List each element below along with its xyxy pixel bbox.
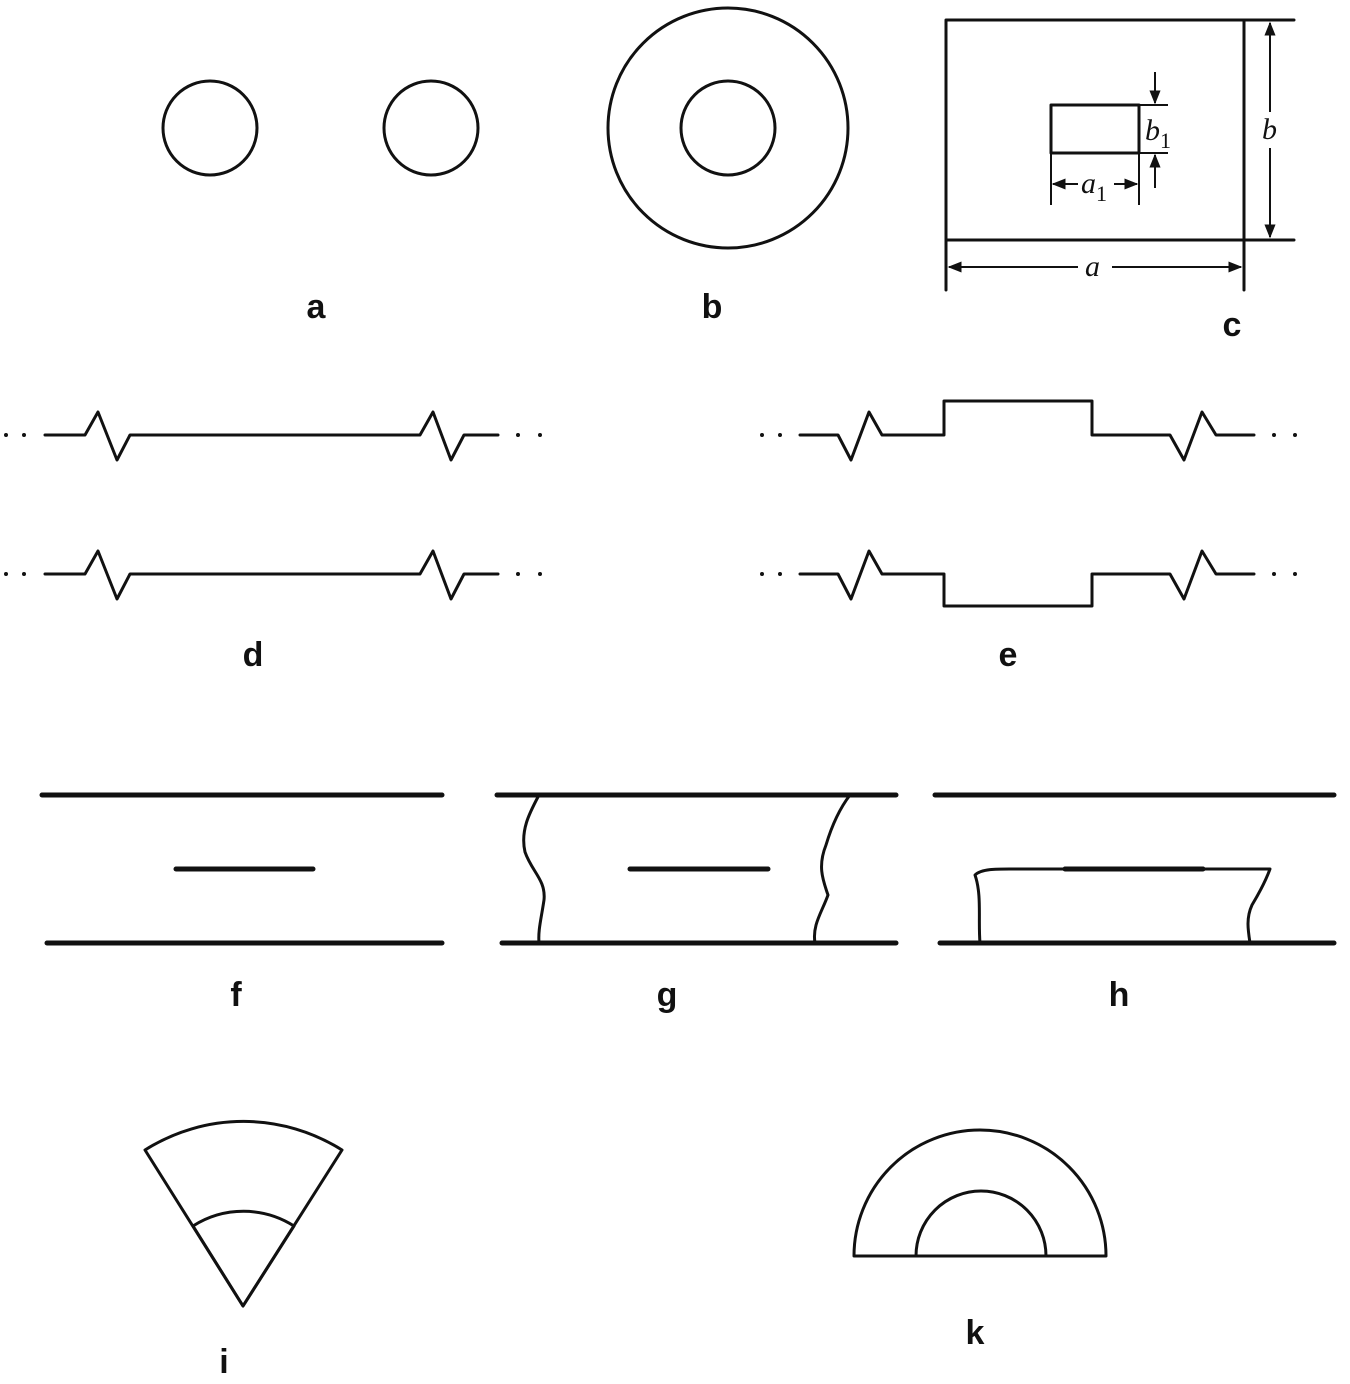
panel-g-label: g	[657, 976, 678, 1014]
panel-i-outer-sector	[143, 1119, 344, 1308]
panel-d-label: d	[243, 636, 264, 674]
panel-e-upper-line	[760, 399, 1297, 462]
panel-c-label: c	[1223, 306, 1242, 344]
panel-g: g	[494, 792, 899, 1014]
panel-b-outer-conductor	[606, 6, 850, 250]
panel-k-inner-dielectric	[914, 1189, 1048, 1258]
panel-a-left-conductor	[161, 79, 259, 177]
panel-k-outer-semicircle	[852, 1128, 1108, 1258]
panel-c-dim-b: b	[1262, 113, 1277, 146]
panel-b-label: b	[702, 288, 723, 326]
panel-a: a	[161, 79, 480, 326]
panel-b: b	[606, 6, 850, 326]
panel-c-dim-b1: b1	[1145, 114, 1171, 153]
panel-e: e	[760, 399, 1297, 674]
panel-h-label: h	[1109, 976, 1130, 1014]
panel-d-lower-line	[4, 549, 542, 601]
panel-i-dielectric-sector	[191, 1209, 296, 1308]
panel-h: h	[932, 792, 1337, 1014]
panel-a-right-conductor	[382, 79, 480, 177]
panel-c-outer-rectangle	[944, 18, 1296, 292]
panel-a-label: a	[307, 288, 327, 326]
panel-h-dielectric	[973, 867, 1272, 945]
panel-e-label: e	[999, 636, 1018, 674]
panel-d: d	[4, 410, 542, 674]
panel-i: i	[143, 1119, 344, 1381]
panel-d-upper-line	[4, 410, 542, 462]
panel-c-dim-a: a	[1085, 250, 1100, 283]
panel-c: b1 a1 b a c	[944, 18, 1296, 344]
panel-k: k	[852, 1128, 1108, 1352]
panel-c-dim-a1: a1	[1081, 167, 1107, 206]
panel-e-lower-line	[760, 549, 1297, 608]
panel-f: f	[39, 792, 445, 1014]
panel-k-label: k	[966, 1314, 985, 1352]
panel-b-inner-conductor	[679, 79, 777, 177]
panel-f-label: f	[230, 976, 242, 1014]
panel-i-label: i	[219, 1343, 228, 1381]
panel-c-inner-extension-lines	[1050, 104, 1168, 205]
panel-c-inner-conductor	[1049, 103, 1141, 155]
